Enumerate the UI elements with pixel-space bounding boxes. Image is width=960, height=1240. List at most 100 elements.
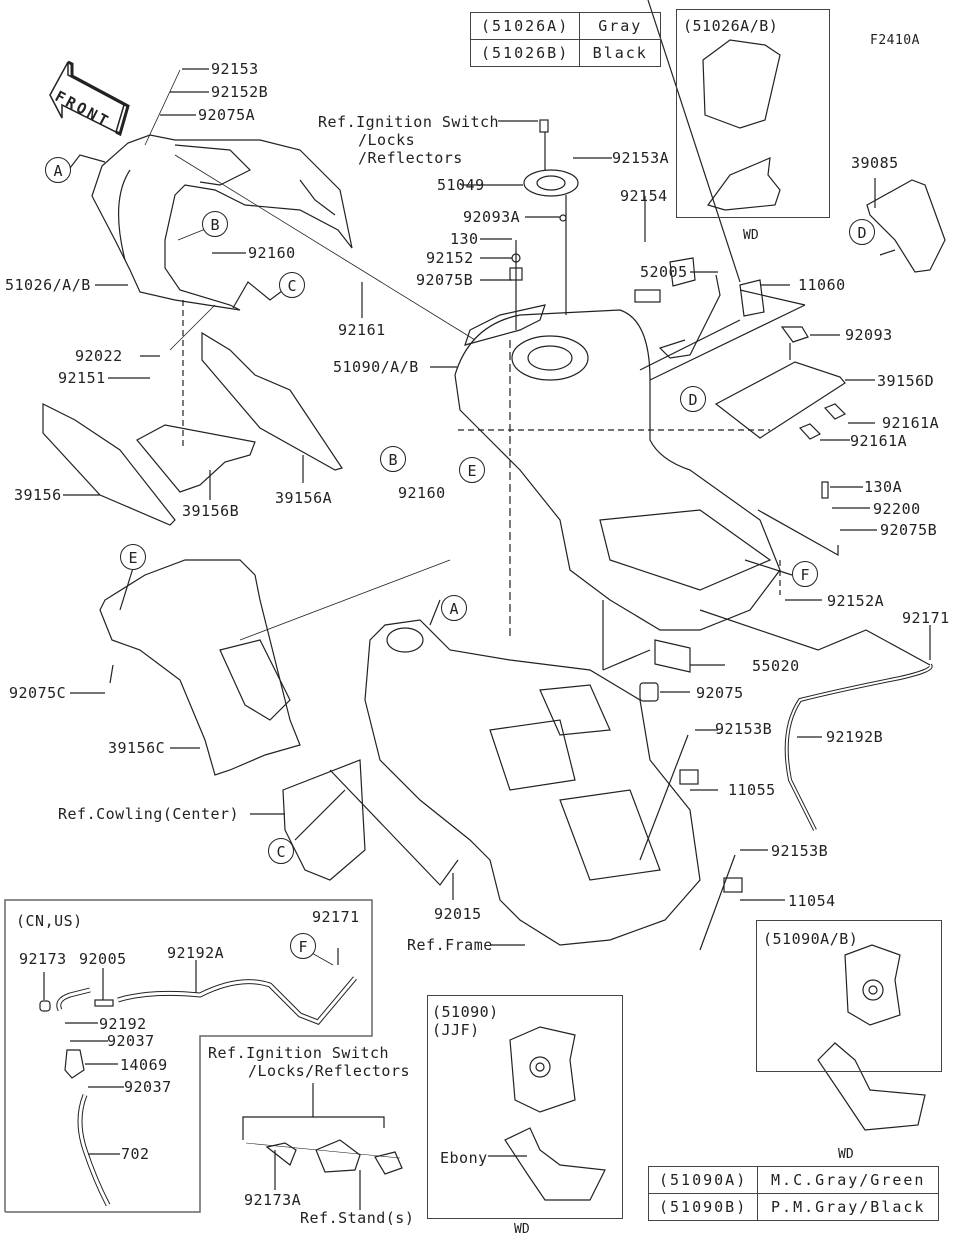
- callout-c: C: [279, 272, 305, 298]
- part-label[interactable]: 11054: [788, 892, 836, 910]
- part-label[interactable]: 92152B: [211, 83, 269, 101]
- fuel-pump-drawing: [634, 0, 806, 381]
- part-label[interactable]: 92161: [338, 321, 386, 339]
- part-label[interactable]: 92093A: [463, 208, 521, 226]
- color-row: (51026A) Gray: [469, 12, 662, 40]
- ref-label[interactable]: /Locks/Reflectors: [248, 1062, 411, 1080]
- callout-b: B: [202, 211, 228, 237]
- part-label[interactable]: 92173A: [244, 1191, 302, 1209]
- part-label[interactable]: 39085: [851, 154, 899, 172]
- callout-d-seatcowl: D: [849, 219, 875, 245]
- part-label[interactable]: 92160: [398, 484, 446, 502]
- part-label[interactable]: 39156D: [877, 372, 935, 390]
- cowl-51026ab-drawing: [702, 39, 781, 211]
- rear-fasteners-drawing: [602, 481, 931, 702]
- inner-cover-39156c-drawing: [70, 559, 451, 776]
- callout-f-tank: F: [792, 561, 818, 587]
- ref-label[interactable]: Ref.Ignition Switch: [208, 1044, 390, 1062]
- color-name: M.C.Gray/Green: [757, 1166, 940, 1194]
- inset-footer: WD: [838, 1147, 854, 1162]
- color-name: Black: [579, 39, 662, 67]
- part-label[interactable]: 92171: [312, 908, 360, 926]
- ignition-lock-set-drawing: [242, 1083, 403, 1210]
- tank-jjf-drawing: [488, 1026, 606, 1201]
- ref-label[interactable]: Ref.Stand(s): [300, 1209, 415, 1227]
- inset-footer: WD: [743, 228, 759, 243]
- callout-b-tank: B: [380, 446, 406, 472]
- inset-title: (51090A/B): [763, 930, 859, 948]
- part-label[interactable]: 39156C: [108, 739, 166, 757]
- inset-title-line1: (51090): [432, 1003, 499, 1021]
- part-label[interactable]: 14069: [120, 1056, 168, 1074]
- part-label[interactable]: 11060: [798, 276, 846, 294]
- part-label[interactable]: 52005: [640, 263, 688, 281]
- part-label[interactable]: 92154: [620, 187, 668, 205]
- diagram-code: F2410A: [870, 33, 920, 48]
- part-label[interactable]: 92151: [58, 369, 106, 387]
- ref-label[interactable]: /Reflectors: [358, 149, 463, 167]
- part-label[interactable]: 92153: [211, 60, 259, 78]
- frame-drawing: [364, 599, 785, 951]
- color-row: (51090B) P.M.Gray/Black: [647, 1193, 940, 1221]
- part-label[interactable]: 92075: [696, 684, 744, 702]
- ref-label[interactable]: Ref.Ignition Switch: [318, 113, 500, 131]
- ref-label[interactable]: Ref.Cowling(Center): [58, 805, 240, 823]
- callout-e-cover: E: [120, 544, 146, 570]
- part-label[interactable]: 92093: [845, 326, 893, 344]
- cowling-center-drawing: [250, 759, 459, 886]
- part-label[interactable]: 92160: [248, 244, 296, 262]
- ref-label[interactable]: Ref.Frame: [407, 936, 493, 954]
- part-label[interactable]: 92152A: [827, 592, 885, 610]
- part-label[interactable]: 51049: [437, 176, 485, 194]
- part-label[interactable]: 11055: [728, 781, 776, 799]
- part-label[interactable]: 92022: [75, 347, 123, 365]
- cn-us-hoses-drawing: [39, 948, 357, 1207]
- front-arrow-icon: [49, 60, 130, 137]
- part-label[interactable]: 92171: [902, 609, 950, 627]
- part-label[interactable]: 39156: [14, 486, 62, 504]
- part-label[interactable]: 130: [450, 230, 479, 248]
- ebony-label: Ebony: [440, 1149, 488, 1167]
- part-label[interactable]: 55020: [752, 657, 800, 675]
- part-label[interactable]: 39156B: [182, 502, 240, 520]
- part-label[interactable]: 92075B: [880, 521, 938, 539]
- part-label[interactable]: 92005: [79, 950, 127, 968]
- callout-c-cowling: C: [268, 838, 294, 864]
- part-label[interactable]: 92153B: [771, 842, 829, 860]
- color-table-51026: (51026A) Gray (51026B) Black: [469, 12, 662, 67]
- fuel-tank-drawing: [454, 304, 781, 631]
- part-label[interactable]: 39156A: [275, 489, 333, 507]
- part-label[interactable]: 92037: [124, 1078, 172, 1096]
- color-name: P.M.Gray/Black: [757, 1193, 940, 1221]
- part-label[interactable]: 51090/A/B: [333, 358, 419, 376]
- part-label[interactable]: 92173: [19, 950, 67, 968]
- part-label[interactable]: 92192B: [826, 728, 884, 746]
- part-label[interactable]: 92161A: [850, 432, 908, 450]
- part-label[interactable]: 92200: [873, 500, 921, 518]
- part-label[interactable]: 92152: [426, 249, 474, 267]
- callout-e-tank: E: [459, 457, 485, 483]
- ref-label[interactable]: /Locks: [358, 131, 416, 149]
- part-label[interactable]: 92075A: [198, 106, 256, 124]
- part-label[interactable]: 92037: [107, 1032, 155, 1050]
- callout-d-tank: D: [680, 386, 706, 412]
- part-label[interactable]: 92192: [99, 1015, 147, 1033]
- part-label[interactable]: 702: [121, 1145, 150, 1163]
- part-label[interactable]: 92015: [434, 905, 482, 923]
- part-label[interactable]: 92153B: [715, 720, 773, 738]
- part-code: (51090B): [647, 1193, 759, 1221]
- part-label[interactable]: 130A: [864, 478, 903, 496]
- inset-51090ab: (51090A/B): [756, 920, 942, 1072]
- part-label[interactable]: 92075B: [416, 271, 474, 289]
- callout-a-frame: A: [441, 595, 467, 621]
- part-label[interactable]: 92192A: [167, 944, 225, 962]
- part-label[interactable]: 51026/A/B: [5, 276, 91, 294]
- part-label[interactable]: 92161A: [882, 414, 940, 432]
- part-code: (51026B): [469, 39, 581, 67]
- part-label[interactable]: 92075C: [9, 684, 67, 702]
- seat-cowl-39085-drawing: [866, 178, 946, 273]
- part-label[interactable]: 92153A: [612, 149, 670, 167]
- color-row: (51090A) M.C.Gray/Green: [647, 1166, 940, 1194]
- pad-39156d-drawing: [639, 319, 875, 441]
- inset-51026ab: (51026A/B): [676, 9, 830, 218]
